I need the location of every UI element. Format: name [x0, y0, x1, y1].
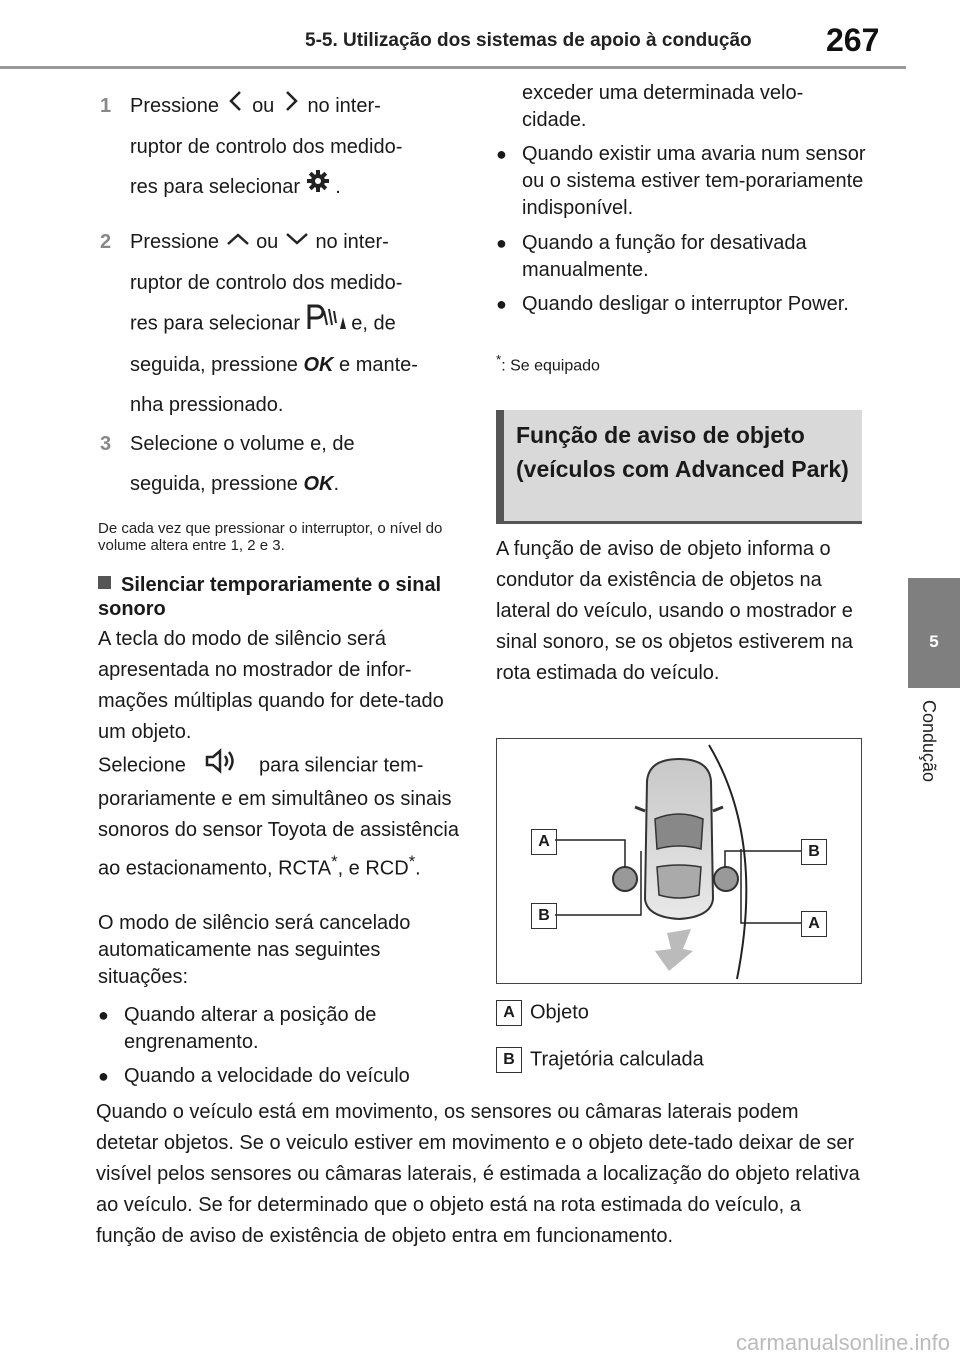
- step-text: ruptor de controlo dos medido-: [130, 135, 403, 158]
- step-3: 3 Selecione o volume e, de seguida, press…: [100, 424, 470, 504]
- note-text: De cada vez que pressionar o interruptor…: [98, 520, 443, 554]
- step-text: .: [333, 473, 340, 495]
- footnote-mark: *: [331, 852, 338, 871]
- ok-icon: OK: [303, 473, 334, 495]
- paragraph-text: .: [415, 857, 421, 880]
- chapter-number: 5: [929, 632, 939, 651]
- paragraph: A tecla do modo de silêncio será apresen…: [98, 628, 444, 743]
- step-text: ou: [252, 95, 275, 117]
- footnote-mark: *: [408, 852, 416, 871]
- step-number: 3: [100, 433, 112, 455]
- sensor-circle: [713, 866, 739, 892]
- footnote-mark: *: [496, 352, 502, 367]
- step-text: no inter-: [315, 231, 389, 253]
- legend-key: B: [496, 1047, 522, 1073]
- car-illustration: [634, 757, 724, 921]
- chapter-tab: [908, 578, 960, 688]
- step-text: nha pressionado.: [130, 393, 284, 416]
- running-header: 5-5. Utilização dos sistemas de apoio à …: [305, 30, 752, 51]
- header-rule: [0, 66, 906, 69]
- ok-icon: OK: [303, 353, 334, 376]
- subheading-text: Silenciar temporariamente o sinal sonoro: [98, 574, 442, 620]
- section-heading: Função de aviso de objeto (veículos com …: [496, 410, 862, 524]
- diagram-label: B: [531, 903, 557, 929]
- sensor-circle: [612, 866, 638, 892]
- paragraph-text: para silenciar tem-porariamente e em sim…: [98, 754, 459, 880]
- step-text: Pressione: [130, 231, 219, 253]
- paragraph-text: Selecione: [98, 754, 186, 777]
- bullet-item: Quando alterar a posição de engrenamento…: [98, 1002, 468, 1056]
- step-text: seguida, pressione: [130, 353, 298, 376]
- chapter-label: Condução: [919, 700, 939, 783]
- step-text: e, de: [351, 312, 396, 334]
- page-number: 267: [826, 22, 880, 58]
- legend-item: A Objeto: [496, 1000, 589, 1026]
- diagram-label: A: [531, 829, 557, 855]
- footnote: *: Se equipado: [496, 352, 866, 375]
- step-text: Pressione: [130, 95, 219, 117]
- square-bullet-icon: [98, 576, 111, 589]
- chevron-left-icon: [225, 87, 247, 127]
- bottom-paragraph: Quando o veículo está em movimento, os s…: [96, 1101, 860, 1247]
- paragraph-text: , e RCD: [337, 857, 409, 880]
- step-text: res para selecionar: [130, 175, 301, 198]
- bullet-item: Quando desligar o interruptor Power.: [496, 291, 866, 318]
- step-number: 1: [100, 95, 112, 117]
- step-text: ou: [256, 231, 279, 253]
- paragraph: O modo de silêncio será cancelado automa…: [98, 912, 411, 988]
- legend-text: Trajetória calculada: [530, 1048, 704, 1071]
- parking-sensor-icon: [306, 303, 346, 345]
- paragraph-mute: Selecione para silenciar tem-porariament…: [98, 748, 473, 885]
- bullet-item: Quando existir uma avaria num sensor ou …: [496, 141, 866, 222]
- bullet-item: Quando a velocidade do veículo: [98, 1063, 468, 1090]
- step-text: e mante-: [339, 353, 418, 376]
- footnote-text: : Se equipado: [501, 357, 600, 375]
- step-text: .: [335, 175, 341, 198]
- diagram-label: A: [801, 911, 827, 937]
- step-1: 1 Pressione ou no inter- ruptor de contro…: [100, 86, 470, 207]
- subheading: Silenciar temporariamente o sinal sonoro: [98, 573, 468, 621]
- watermark: carmanualsonline.info: [735, 1330, 950, 1355]
- step-2: 2 Pressione ou no inter- ruptor de contro…: [100, 222, 470, 425]
- chevron-up-icon: [225, 223, 251, 263]
- bullet-item: Quando a função for desativada manualmen…: [496, 230, 866, 284]
- legend-key: A: [496, 1000, 522, 1026]
- step-text: ruptor de controlo dos medido-: [130, 271, 403, 294]
- speaker-mute-icon: [205, 748, 239, 784]
- bullet-continuation: exceder uma determinada velo-cidade.: [522, 82, 804, 131]
- step-text: no inter-: [307, 95, 381, 117]
- legend-item: B Trajetória calculada: [496, 1047, 704, 1073]
- gear-icon: [306, 167, 330, 207]
- object-warning-diagram: A B B A: [496, 738, 862, 984]
- section-paragraph: A função de aviso de objeto informa o co…: [496, 538, 853, 684]
- direction-arrow-icon: [655, 929, 693, 971]
- chevron-down-icon: [284, 223, 310, 263]
- step-text: seguida, pressione: [130, 473, 298, 495]
- chevron-right-icon: [280, 87, 302, 127]
- step-text: Selecione o volume e, de: [130, 433, 355, 455]
- step-text: res para selecionar: [130, 312, 301, 334]
- step-number: 2: [100, 231, 112, 253]
- diagram-label: B: [801, 839, 827, 865]
- legend-text: Objeto: [530, 1001, 589, 1024]
